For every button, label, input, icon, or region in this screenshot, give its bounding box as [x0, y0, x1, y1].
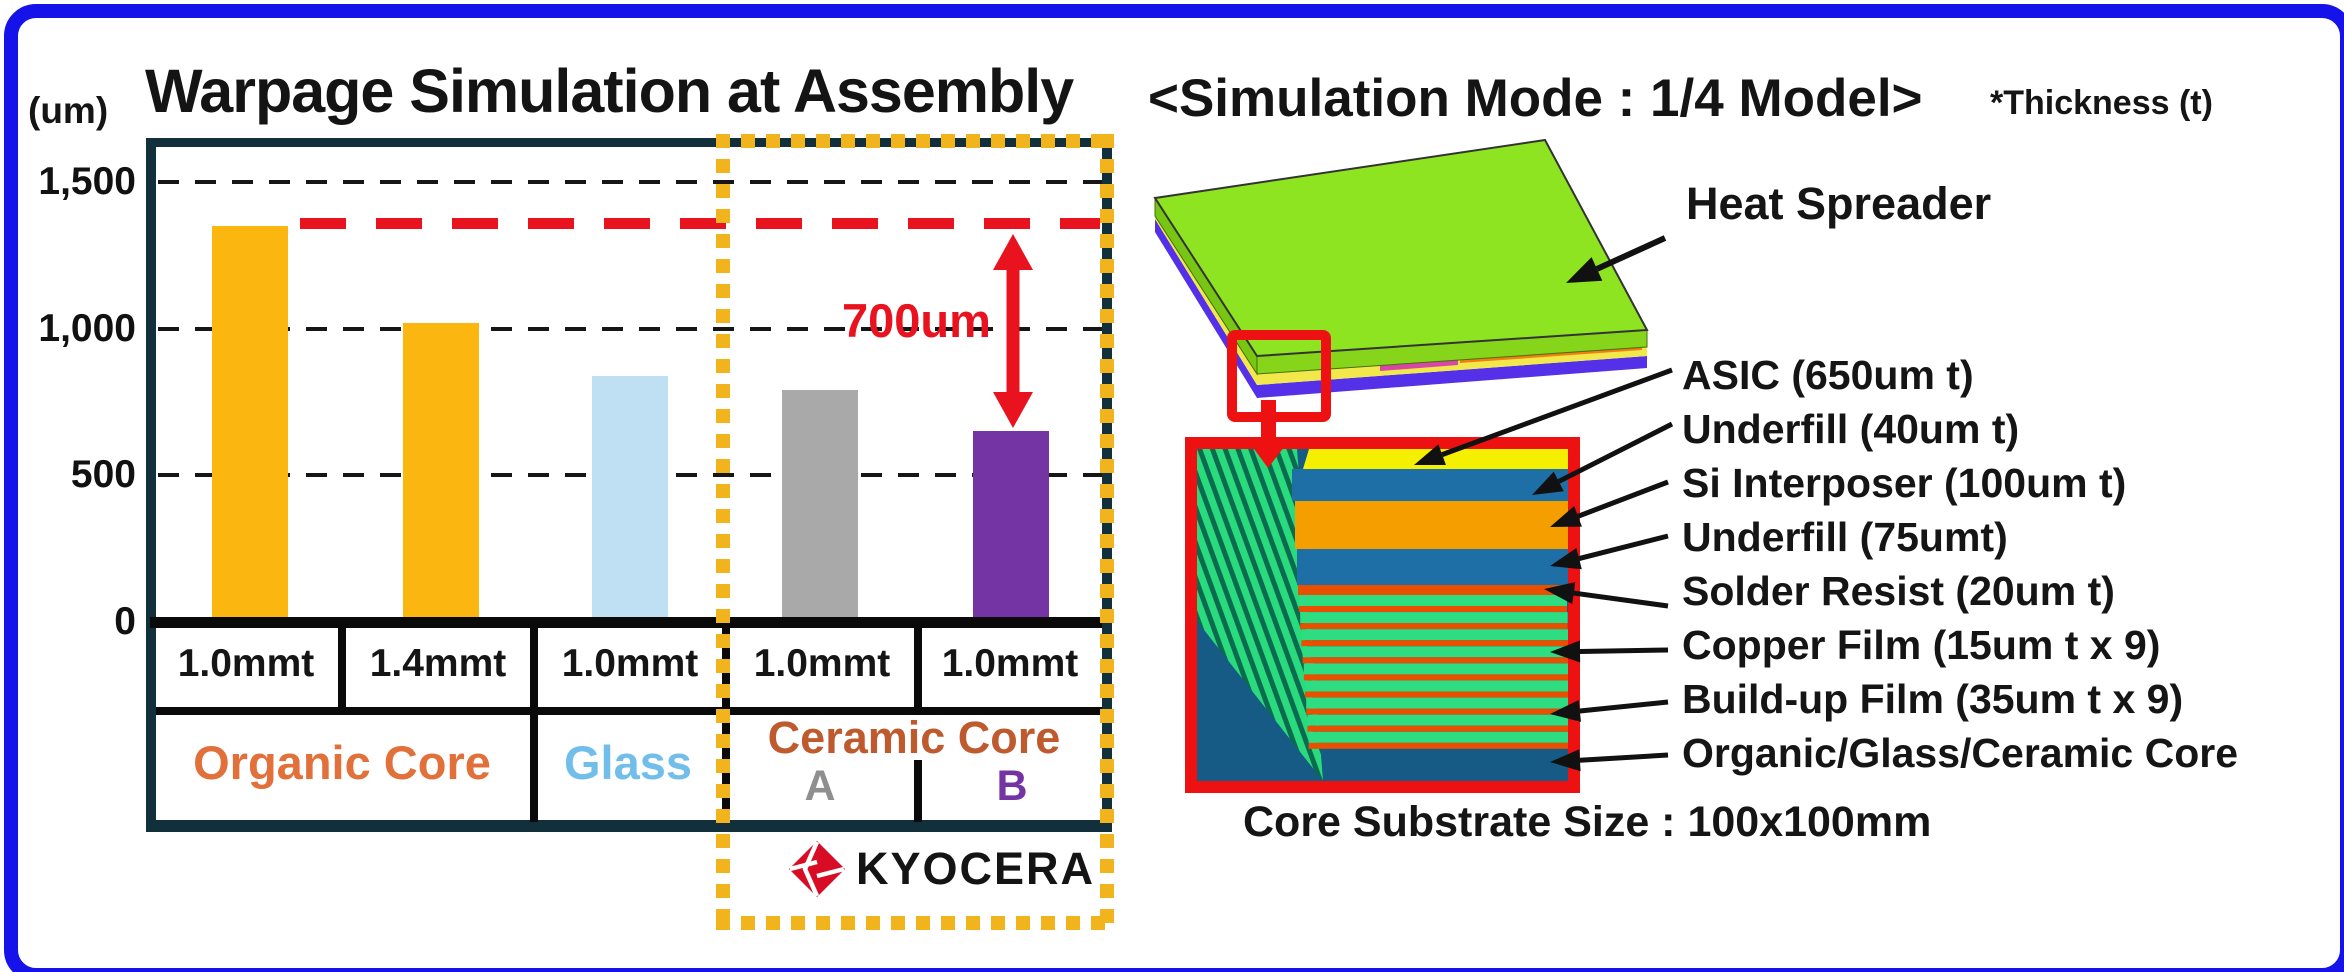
- y-tick-label-1000: 1,000: [38, 306, 136, 350]
- zoom-region-box: [1227, 330, 1331, 422]
- highlight-box-top: [716, 134, 1114, 148]
- layer-label-5: Solder Resist (20um t): [1682, 568, 2115, 614]
- layer-label-6: Copper Film (15um t x 9): [1682, 622, 2161, 668]
- table-col-divider-4: [914, 626, 922, 712]
- layer-label-3: Si Interposer (100um t): [1682, 460, 2127, 506]
- table-col-divider-1: [338, 626, 346, 712]
- simulation-mode-heading: <Simulation Mode : 1/4 Model>: [1148, 69, 1923, 128]
- table-frame-bottom: [146, 820, 1112, 832]
- cross-section-figure: [1185, 437, 1580, 793]
- table-col-divider-2: [530, 626, 538, 822]
- layer-label-4: Underfill (75umt): [1682, 514, 2008, 560]
- heat-spreader-3d-figure: [1153, 138, 1649, 398]
- layer-label-2: Underfill (40um t): [1682, 406, 2020, 452]
- plot-frame-left: [146, 138, 156, 832]
- layer-label-8: Organic/Glass/Ceramic Core: [1682, 730, 2239, 776]
- table-ab-divider: [914, 760, 922, 822]
- table-row-divider: [156, 707, 1102, 715]
- bar-organic-core-1-4mmt: [403, 323, 479, 622]
- layer-label-7: Build-up Film (35um t x 9): [1682, 676, 2184, 722]
- y-tick-label-1500: 1,500: [38, 160, 136, 203]
- kyocera-mark-icon: [788, 840, 846, 898]
- gridline-1500: [158, 180, 1102, 184]
- y-tick-label-500: 500: [70, 453, 136, 497]
- kyocera-logo-text: KYOCERA: [856, 843, 1096, 894]
- plot-frame-top: [146, 138, 1112, 147]
- layer-label-1: ASIC (650um t): [1682, 352, 1974, 398]
- group-cell-ceramic-core: Ceramic Core: [767, 712, 1061, 763]
- bar-glass-1-0mmt: [592, 376, 668, 622]
- chart-title: Warpage Simulation at Assembly: [145, 57, 1074, 125]
- thickness-cell-1: 1.0mmt: [177, 642, 315, 685]
- gridline-1000: [158, 326, 1102, 331]
- y-axis-unit-label: (um): [28, 90, 109, 131]
- bar-ceramic-core-b-1-0mmt: [973, 431, 1049, 622]
- core-size-label: Core Substrate Size : 100x100mm: [1243, 798, 1932, 846]
- thickness-note: *Thickness (t): [1990, 84, 2213, 122]
- gap-annotation-label: 700um: [842, 294, 991, 347]
- bar-ceramic-core-a-1-0mmt: [782, 390, 858, 622]
- thickness-cell-5: 1.0mmt: [941, 642, 1079, 685]
- thickness-cell-3: 1.0mmt: [561, 642, 699, 685]
- kyocera-logo: KYOCERA: [788, 840, 1095, 898]
- slide-border: [4, 4, 2344, 972]
- group-cell-glass: Glass: [563, 736, 693, 789]
- thickness-cell-2: 1.4mmt: [369, 642, 507, 685]
- highlight-box-left: [716, 134, 730, 930]
- group-cell-organic-core: Organic Core: [193, 736, 491, 789]
- layer-stack-graphic: [1197, 449, 1568, 781]
- ceramic-sub-label-b: B: [996, 762, 1028, 810]
- highlight-box-right: [1100, 134, 1114, 930]
- y-tick-label-0: 0: [114, 600, 136, 643]
- bar-organic-core-1-0mmt: [212, 226, 288, 622]
- thickness-cell-4: 1.0mmt: [753, 642, 891, 685]
- x-axis-line: [150, 617, 1102, 628]
- highlight-box-bottom: [716, 916, 1114, 930]
- heat-spreader-label: Heat Spreader: [1686, 178, 1992, 229]
- ceramic-sub-label-a: A: [804, 762, 836, 810]
- reference-dashed-line: [300, 218, 1100, 229]
